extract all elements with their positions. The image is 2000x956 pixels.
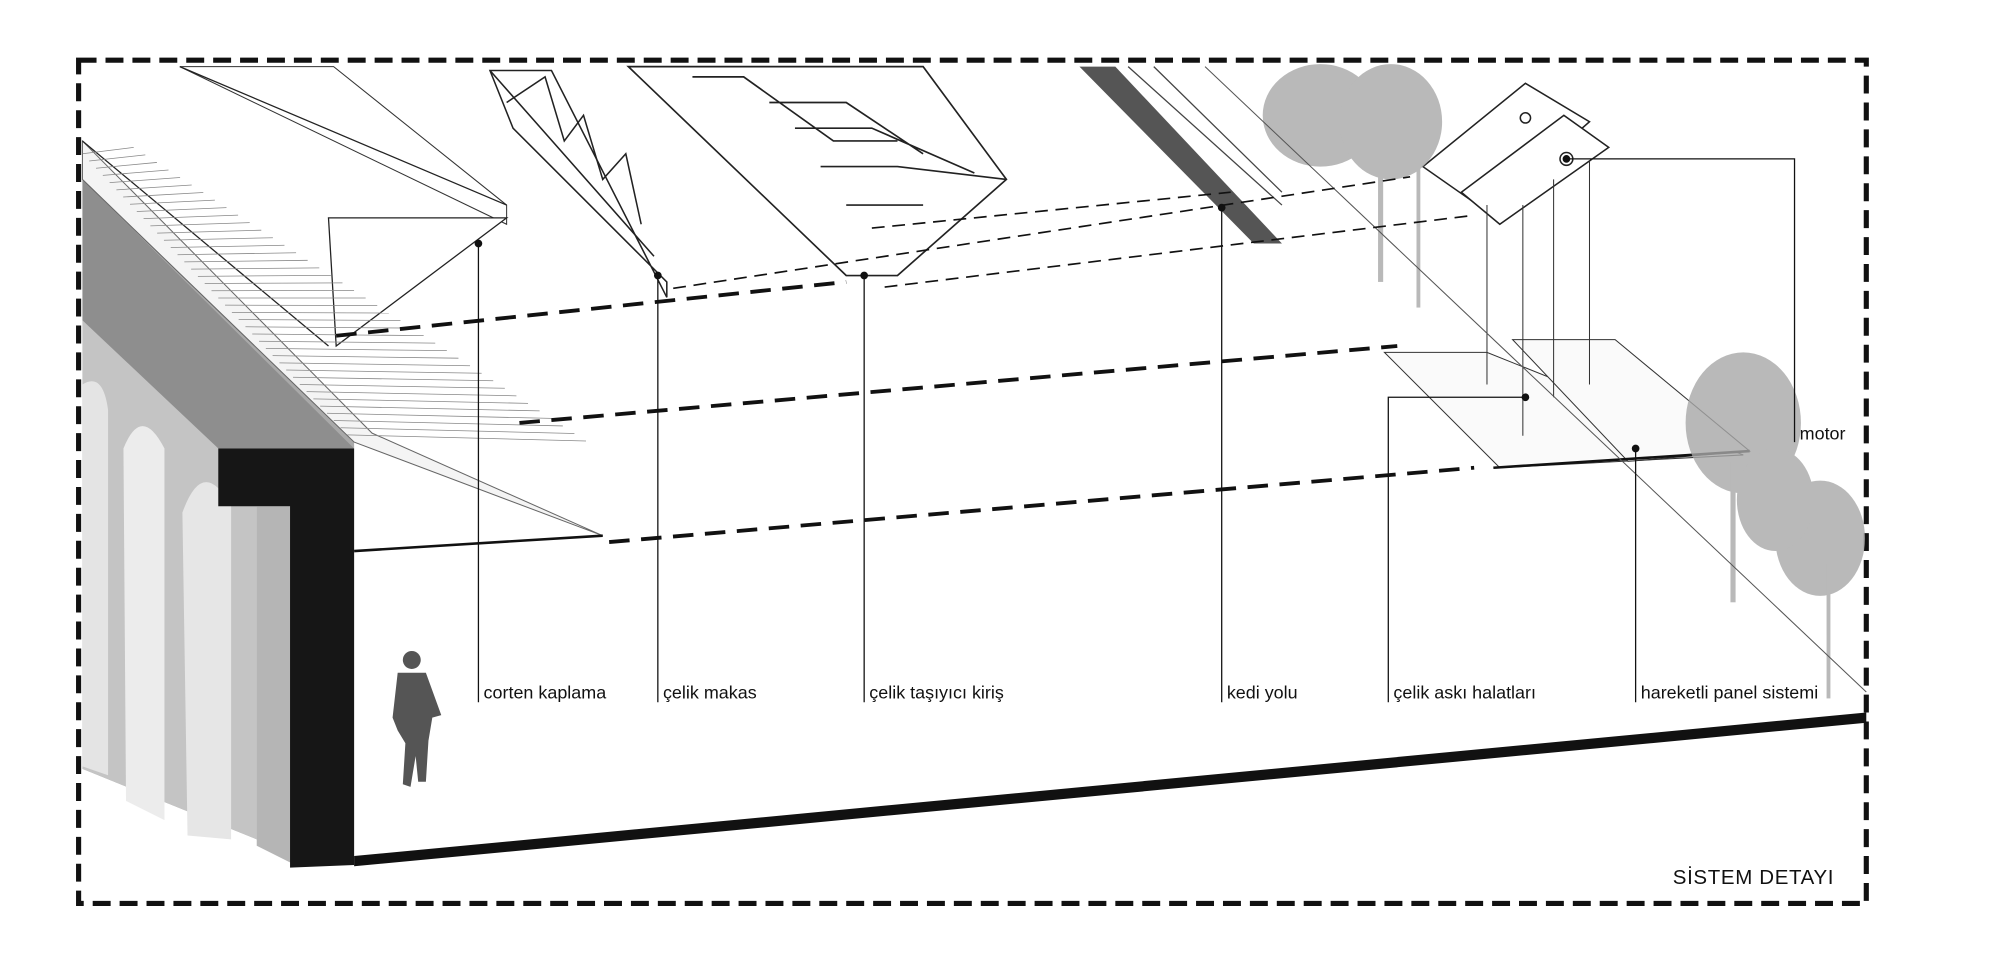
aqueduct-structure [82,179,355,868]
deck-slat [320,405,540,412]
steel-beam [626,65,1008,277]
black-wall-section [218,448,355,868]
label-celik-makas: çelik makas [663,682,757,702]
deck-slat [82,146,134,155]
deck-slat [238,319,401,321]
label-hareketli-panel-sistemi: hareketli panel sistemi [1641,682,1818,702]
deck-slat [143,214,239,220]
deck-slat [197,274,331,277]
diagram-title: SİSTEM DETAYI [1673,866,1834,889]
deck-slat [102,169,169,176]
deck-slat [204,282,343,284]
label-kedi-yolu: kedi yolu [1227,682,1298,702]
deck-slat [157,229,262,234]
deck-slat [340,427,575,434]
deck-slat [136,207,227,212]
deck-slat [116,184,192,191]
deck-slat [123,192,204,198]
label-celik-aski-halatlari: çelik askı halatları [1393,682,1536,702]
steel-truss [488,69,668,298]
deck-slat [95,162,157,169]
deck-slat [170,244,285,248]
deck-slat [272,355,459,359]
deck-slat [150,222,250,227]
deck-slat [177,252,297,256]
deck-slat [129,199,215,205]
deck-slat [333,420,563,427]
label-celik-tasiyici-kiris: çelik taşıyıcı kiriş [869,682,1004,702]
trees [1262,64,1866,699]
deck-slat [259,340,436,344]
deck-slat [89,154,146,162]
deck-slat [286,369,482,374]
label-corten-kaplama: corten kaplama [484,682,607,702]
deck-slat [292,376,494,382]
dashed-frame [76,57,1869,907]
floor-edge [354,712,1867,867]
catwalk [1079,66,1283,244]
leader-lines [474,155,1796,703]
person-silhouette [392,651,442,787]
deck-slat [163,237,273,241]
motor-assembly [1421,82,1611,226]
deck-slat [245,326,413,329]
deck-slat [231,311,389,314]
deck-slat [191,267,320,270]
deck-slat [109,177,181,183]
deck-slat [306,391,517,397]
deck-slat [265,348,447,352]
deck-slat [326,412,552,419]
deck-slat [184,259,308,263]
deck-slat [313,398,529,404]
deck-slat [279,362,471,367]
projection-lines [335,176,1475,544]
deck-slat [299,384,505,389]
deck-slat [347,434,587,442]
label-motor: motor [1800,424,1846,444]
